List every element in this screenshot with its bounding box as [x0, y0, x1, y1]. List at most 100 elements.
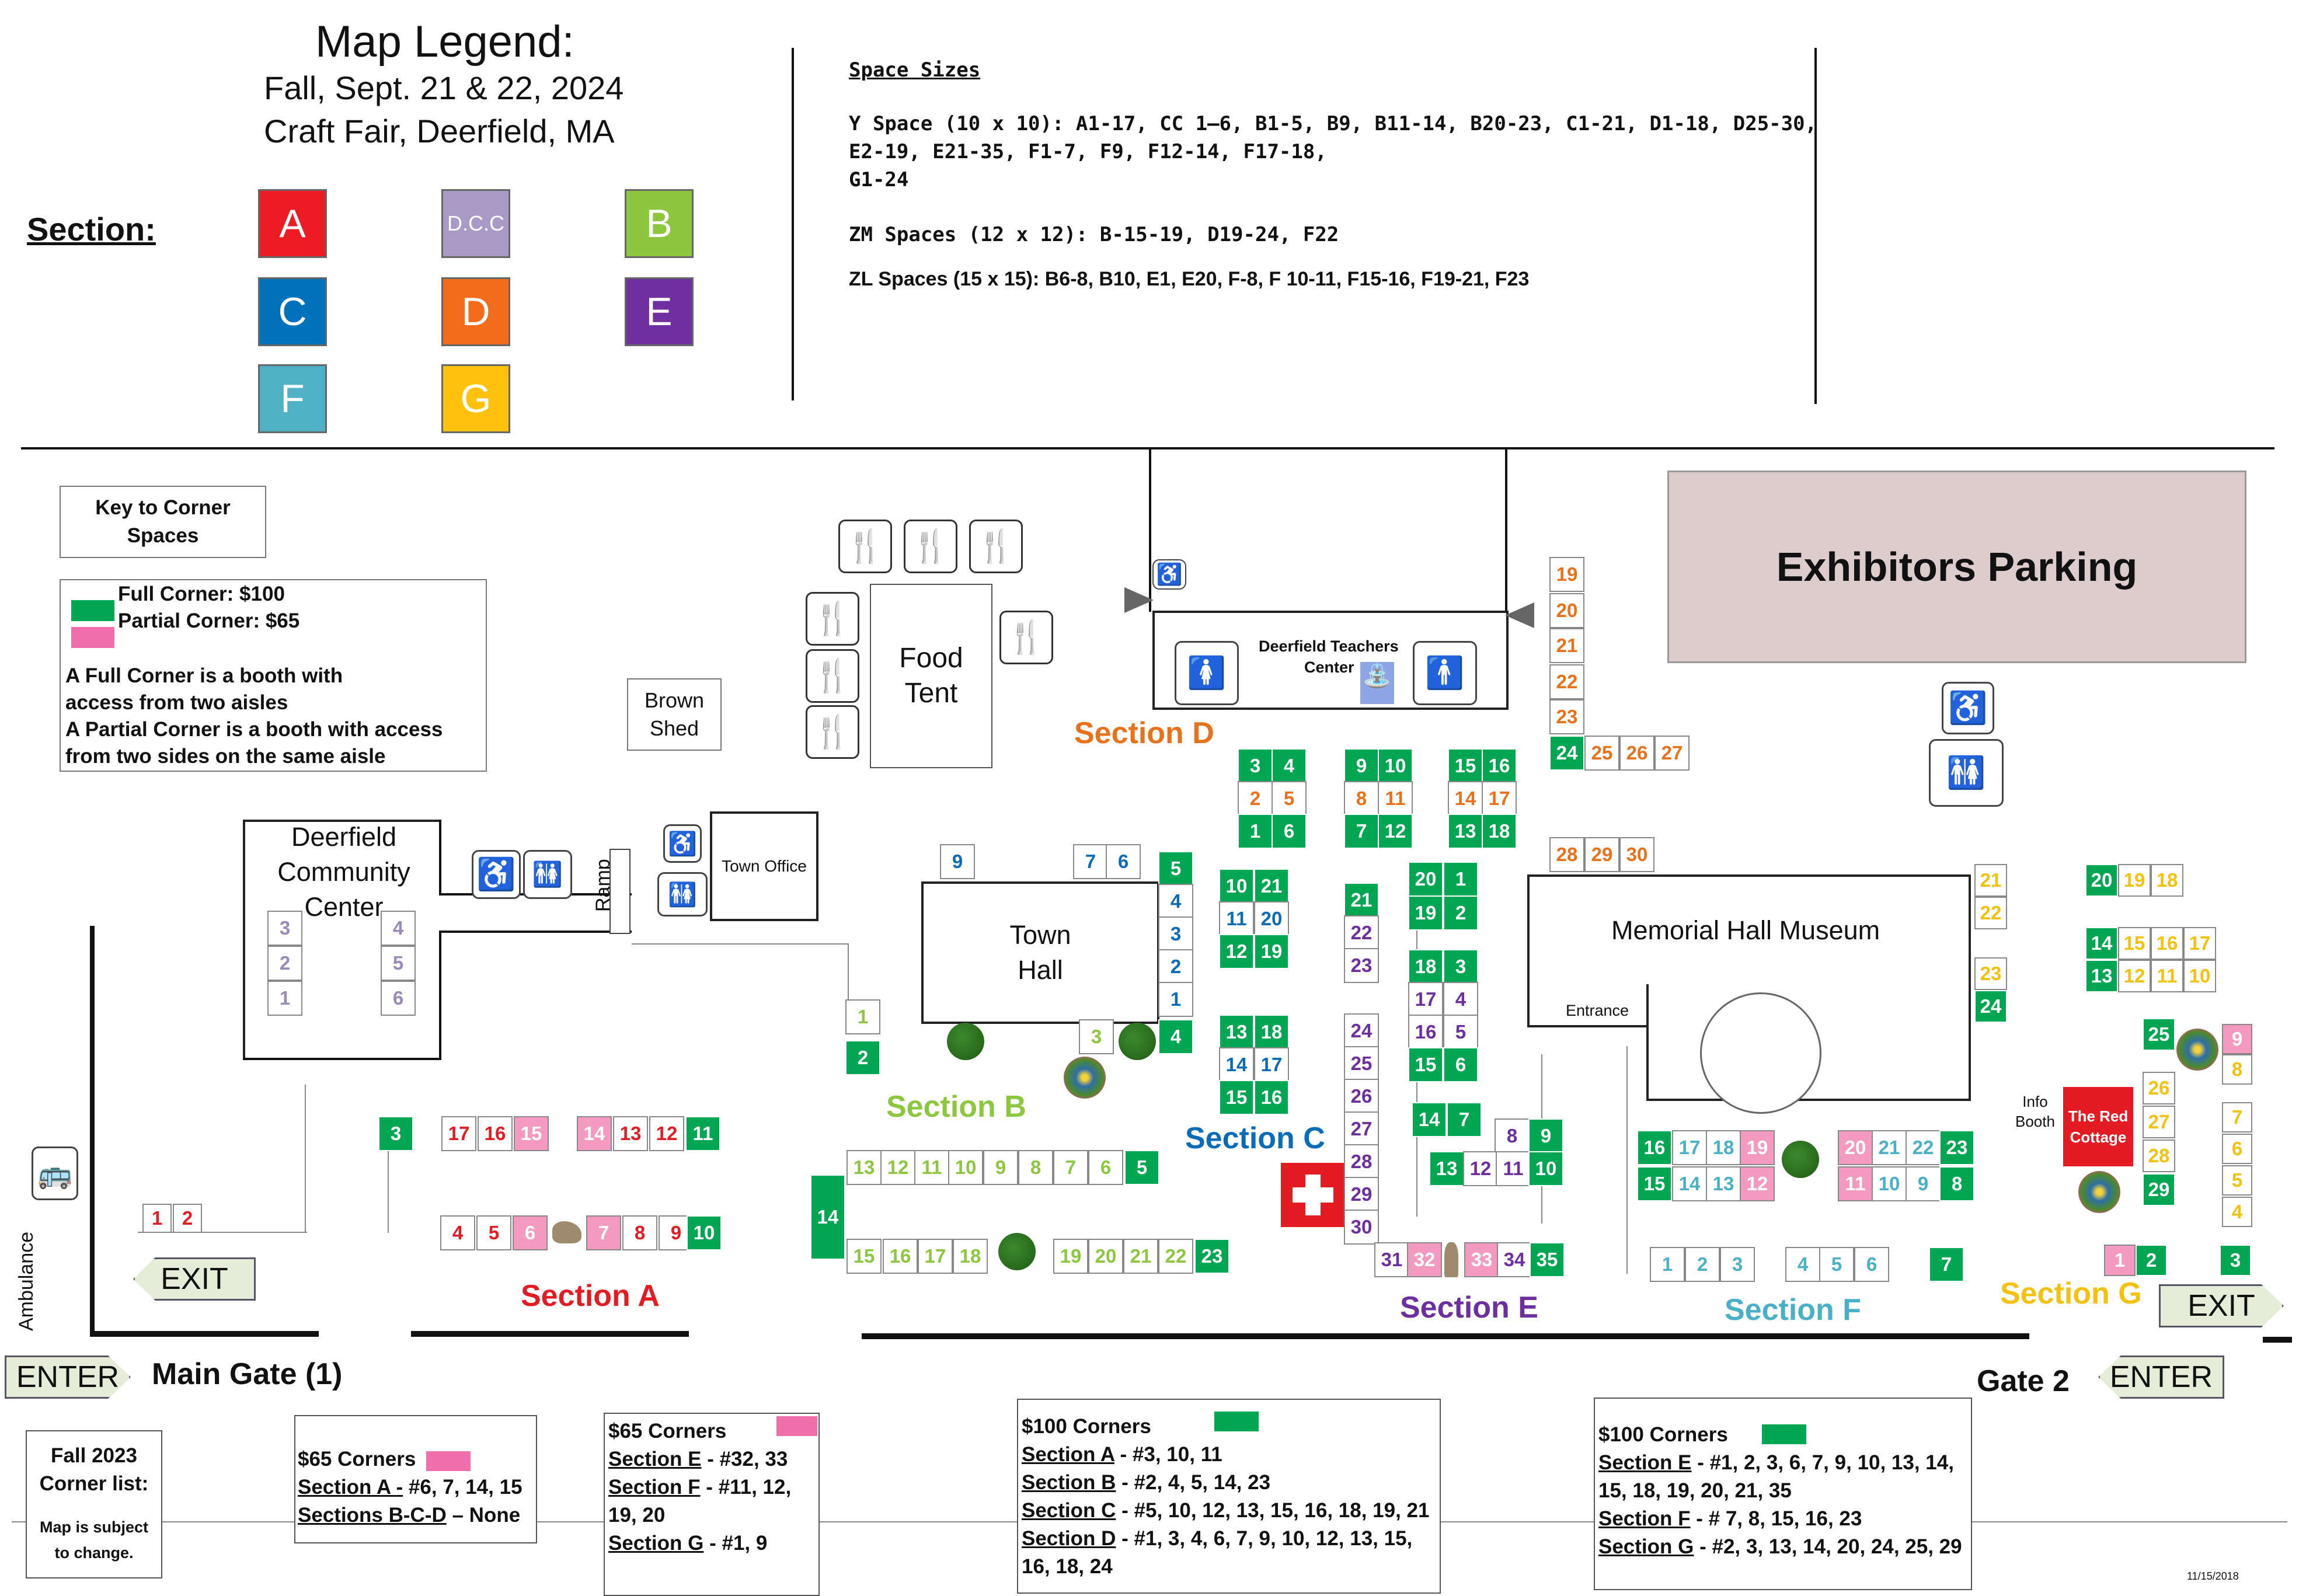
booth-d-16[interactable]: 16	[1482, 748, 1517, 783]
booth-g-10[interactable]: 10	[2183, 960, 2216, 992]
booth-c-9[interactable]: 9	[940, 844, 975, 879]
booth-c-14[interactable]: 14	[1219, 1047, 1254, 1082]
booth-b-7[interactable]: 7	[1053, 1150, 1088, 1185]
booth-d-7[interactable]: 7	[1344, 814, 1379, 849]
booth-d-20[interactable]: 20	[1549, 593, 1584, 628]
booth-b-19[interactable]: 19	[1053, 1239, 1088, 1274]
booth-c-4[interactable]: 4	[1158, 884, 1193, 919]
booth-b-11[interactable]: 11	[914, 1150, 949, 1185]
booth-g-27[interactable]: 27	[2143, 1106, 2175, 1138]
booth-g-28[interactable]: 28	[2143, 1139, 2175, 1172]
booth-g-19[interactable]: 19	[2118, 864, 2151, 897]
booth-f-9[interactable]: 9	[1906, 1166, 1941, 1201]
booth-f-20[interactable]: 20	[1838, 1130, 1873, 1165]
booth-b-15[interactable]: 15	[847, 1239, 882, 1274]
booth-d-28[interactable]: 28	[1549, 837, 1584, 872]
booth-e-11[interactable]: 11	[1496, 1151, 1531, 1186]
booth-g-18[interactable]: 18	[2151, 864, 2183, 897]
booth-e-30[interactable]: 30	[1344, 1210, 1379, 1245]
booth-c-6[interactable]: 6	[1106, 844, 1141, 879]
booth-d-22[interactable]: 22	[1549, 664, 1584, 699]
booth-b-21[interactable]: 21	[1123, 1239, 1158, 1274]
booth-e-18[interactable]: 18	[1408, 949, 1443, 984]
booth-g-6[interactable]: 6	[2222, 1134, 2252, 1164]
booth-d-23[interactable]: 23	[1549, 699, 1584, 734]
booth-f-15[interactable]: 15	[1637, 1166, 1672, 1201]
booth-f-3[interactable]: 3	[1720, 1247, 1755, 1282]
booth-a-16[interactable]: 16	[478, 1116, 513, 1151]
booth-f-14[interactable]: 14	[1672, 1166, 1707, 1201]
booth-a-3[interactable]: 3	[378, 1116, 413, 1151]
booth-e-3[interactable]: 3	[1443, 949, 1478, 984]
booth-g-29[interactable]: 29	[2143, 1173, 2175, 1206]
booth-f-21[interactable]: 21	[1872, 1130, 1907, 1165]
booth-d-24[interactable]: 24	[1549, 736, 1584, 771]
booth-c-18[interactable]: 18	[1254, 1015, 1289, 1050]
booth-f-2[interactable]: 2	[1685, 1247, 1720, 1282]
booth-g-22[interactable]: 22	[1974, 897, 2007, 929]
booth-d-11[interactable]: 11	[1378, 781, 1413, 816]
booth-a-15[interactable]: 15	[514, 1116, 549, 1151]
booth-dcc-6[interactable]: 6	[381, 981, 416, 1016]
booth-d-18[interactable]: 18	[1482, 814, 1517, 849]
booth-c-5[interactable]: 5	[1158, 851, 1193, 886]
booth-d-15[interactable]: 15	[1448, 748, 1483, 783]
booth-b-9[interactable]: 9	[983, 1150, 1018, 1185]
booth-b-4[interactable]: 4	[1158, 1019, 1193, 1054]
booth-d-9[interactable]: 9	[1344, 748, 1379, 783]
booth-b-13[interactable]: 13	[847, 1150, 882, 1185]
booth-e-28[interactable]: 28	[1344, 1144, 1379, 1179]
booth-g-12[interactable]: 12	[2118, 960, 2151, 992]
booth-b-22[interactable]: 22	[1158, 1239, 1193, 1274]
booth-a-8[interactable]: 8	[622, 1215, 657, 1250]
booth-e-31[interactable]: 31	[1374, 1242, 1409, 1277]
booth-a-4[interactable]: 4	[440, 1215, 475, 1250]
booth-g-3[interactable]: 3	[2220, 1245, 2251, 1276]
booth-b-8[interactable]: 8	[1018, 1150, 1053, 1185]
booth-a-7[interactable]: 7	[586, 1215, 621, 1250]
booth-e-10[interactable]: 10	[1528, 1151, 1563, 1186]
booth-c-17[interactable]: 17	[1254, 1047, 1289, 1082]
booth-a-6[interactable]: 6	[513, 1215, 548, 1250]
booth-c-1[interactable]: 1	[1158, 982, 1193, 1017]
booth-e-34[interactable]: 34	[1497, 1242, 1532, 1277]
booth-e-15[interactable]: 15	[1408, 1047, 1443, 1082]
booth-e-13[interactable]: 13	[1429, 1151, 1464, 1186]
booth-g-8[interactable]: 8	[2222, 1054, 2252, 1085]
booth-g-15[interactable]: 15	[2118, 927, 2151, 960]
booth-d-14[interactable]: 14	[1448, 781, 1483, 816]
booth-e-33[interactable]: 33	[1464, 1242, 1499, 1277]
booth-a-17[interactable]: 17	[441, 1116, 476, 1151]
booth-e-1[interactable]: 1	[1443, 862, 1478, 897]
booth-g-4[interactable]: 4	[2222, 1197, 2252, 1227]
booth-b-17[interactable]: 17	[918, 1239, 953, 1274]
booth-g-17[interactable]: 17	[2183, 927, 2216, 960]
booth-g-21[interactable]: 21	[1974, 864, 2007, 897]
booth-e-7[interactable]: 7	[1447, 1102, 1482, 1137]
booth-f-19[interactable]: 19	[1740, 1130, 1775, 1165]
booth-c-12[interactable]: 12	[1219, 934, 1254, 969]
booth-b-6[interactable]: 6	[1088, 1150, 1123, 1185]
booth-f-8[interactable]: 8	[1939, 1166, 1974, 1201]
booth-c-13[interactable]: 13	[1219, 1015, 1254, 1050]
booth-f-22[interactable]: 22	[1906, 1130, 1941, 1165]
booth-d-26[interactable]: 26	[1619, 736, 1654, 771]
booth-d-3[interactable]: 3	[1238, 748, 1273, 783]
booth-b-10[interactable]: 10	[948, 1150, 983, 1185]
booth-a-14[interactable]: 14	[577, 1116, 612, 1151]
booth-e-4[interactable]: 4	[1443, 982, 1478, 1017]
booth-g-11[interactable]: 11	[2151, 960, 2183, 992]
booth-f-11[interactable]: 11	[1838, 1166, 1873, 1201]
booth-g-26[interactable]: 26	[2143, 1072, 2175, 1104]
booth-dcc-3[interactable]: 3	[267, 911, 302, 946]
booth-e-6[interactable]: 6	[1443, 1047, 1478, 1082]
booth-g-5[interactable]: 5	[2222, 1165, 2252, 1196]
booth-c-15[interactable]: 15	[1219, 1080, 1254, 1115]
booth-a-13[interactable]: 13	[613, 1116, 648, 1151]
booth-dcc-2[interactable]: 2	[267, 946, 302, 981]
booth-e-5[interactable]: 5	[1443, 1015, 1478, 1050]
booth-f-6[interactable]: 6	[1854, 1247, 1889, 1282]
booth-a-5[interactable]: 5	[476, 1215, 511, 1250]
booth-g-16[interactable]: 16	[2151, 927, 2183, 960]
booth-e-35[interactable]: 35	[1530, 1242, 1565, 1277]
